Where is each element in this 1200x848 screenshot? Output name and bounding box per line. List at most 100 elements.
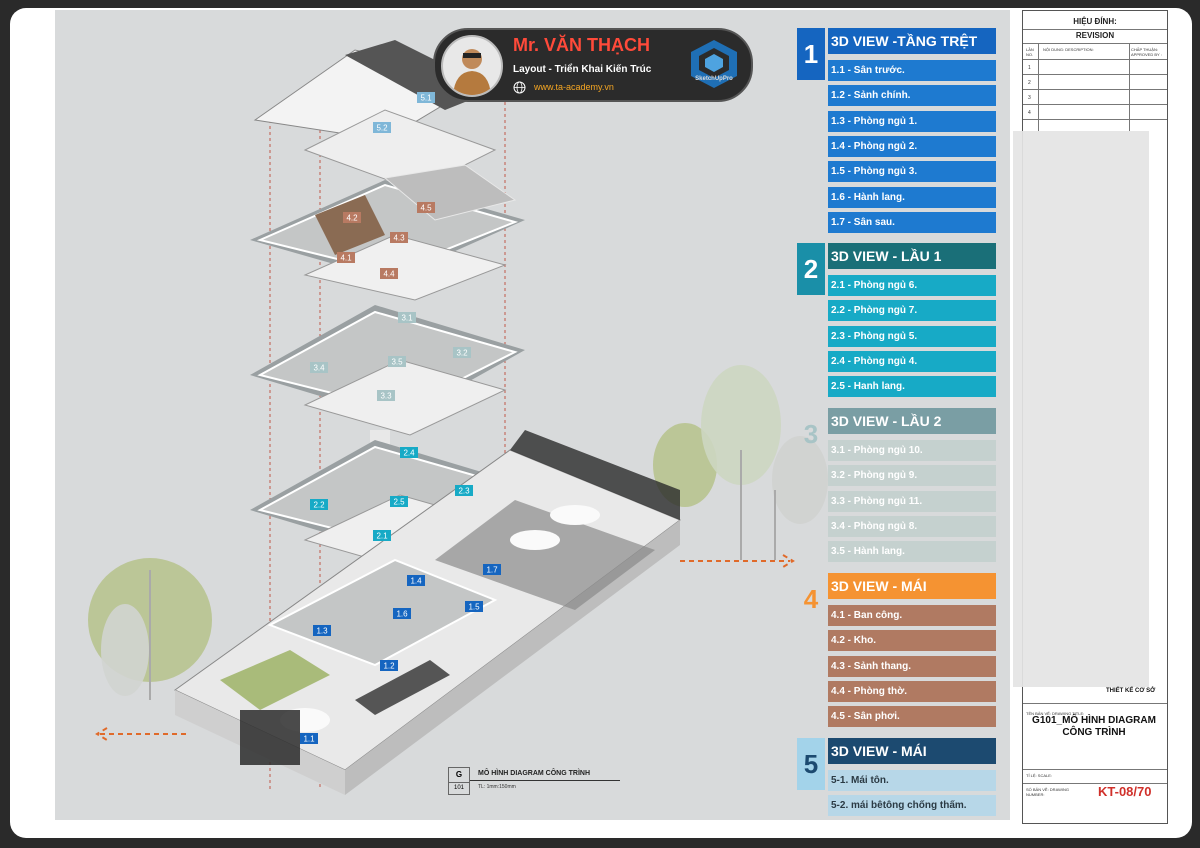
room-label: 3.1 (401, 314, 413, 323)
legend-group-2-title: 3D VIEW - LẦU 1 (828, 243, 996, 269)
room-label-box (313, 625, 331, 636)
legend-item: 5-2. mái bêtông chống thấm. (828, 795, 996, 817)
site-arrows (95, 554, 795, 741)
legend-item: 3.4 - Phòng ngủ 8. (828, 515, 996, 537)
legend-item: 2.5 - Hanh lang. (828, 376, 996, 398)
legend-group-3-title: 3D VIEW - LẦU 2 (828, 408, 996, 434)
drawing-title: G101_MÔ HÌNH DIAGRAM CÔNG TRÌNH (1032, 715, 1156, 738)
room-label: 1.1 (303, 735, 315, 744)
person-icon (453, 49, 491, 95)
author-role: Layout - Triển Khai Kiến Trúc (513, 64, 652, 75)
legend-group-3-number: 3 (803, 418, 819, 449)
legend-group-4-title: 3D VIEW - MÁI (828, 573, 996, 599)
title-block-overlay (1013, 131, 1149, 687)
revision-row-number: 2 (1028, 80, 1031, 86)
legend-item: 5-1. Mái tôn. (828, 770, 996, 791)
legend-group-4-number: 4 (803, 583, 819, 614)
room-label-box (337, 252, 355, 263)
revision-row-number: 1 (1028, 65, 1031, 71)
room-label: 3.5 (391, 358, 403, 367)
legend-group-1-number: 1 (797, 28, 825, 80)
drawing-number-label: SỐ BẢN VẼ: DRAWING NUMBER: (1026, 787, 1069, 797)
room-label-box (417, 92, 435, 103)
caption-sheet: 101 (448, 782, 470, 795)
legend-item: 1.2 - Sảnh chính. (828, 85, 996, 107)
scale-label: TỈ LỆ: SCALE: (1026, 773, 1053, 778)
room-label-box (388, 356, 406, 367)
level-4 (250, 164, 525, 301)
room-label-box (393, 608, 411, 619)
sheet-number: KT-08/70 (1098, 784, 1152, 799)
revision-col-description: NỘI DUNG: DESCRIPTION: (1043, 47, 1094, 52)
room-label: 1.2 (383, 662, 395, 671)
room-label: 1.7 (486, 566, 498, 575)
room-label: 1.3 (316, 627, 328, 636)
sketchup-logo-text: SketchUpPro (695, 76, 733, 82)
sketchup-logo-icon (691, 40, 737, 88)
room-label: 2.3 (458, 487, 470, 496)
room-label: 4.3 (393, 234, 405, 243)
revision-row-number: 3 (1028, 95, 1031, 101)
caption-rule (470, 780, 620, 781)
room-label: 4.1 (340, 254, 352, 263)
author-website[interactable]: www.ta-academy.vn (534, 82, 614, 92)
legend-item: 4.4 - Phòng thờ. (828, 680, 996, 702)
legend-group-5-title: 3D VIEW - MÁI (828, 738, 996, 764)
design-phase: THIẾT KẾ CƠ SỞ (1106, 688, 1156, 694)
legend-item: 1.7 - Sân sau. (828, 211, 996, 233)
legend-item: 1.3 - Phòng ngủ 1. (828, 110, 996, 132)
room-label-box (380, 660, 398, 671)
caption-scale: TL: 1mm:150mm (478, 784, 516, 790)
trees (88, 365, 828, 700)
room-label-box (390, 232, 408, 243)
ground-level (174, 430, 682, 795)
legend-group-5-number: 5 (797, 738, 825, 790)
room-label: 4.5 (420, 204, 432, 213)
legend-item: 3.3 - Phòng ngủ 11. (828, 490, 996, 512)
revision-col-approved: CHẤP THUẬN: APPROVED BY : (1131, 47, 1162, 57)
caption-title: MÔ HÌNH DIAGRAM CÔNG TRÌNH (478, 770, 590, 777)
author-avatar (441, 35, 503, 97)
room-label-box (407, 575, 425, 586)
legend-group-1-title: 3D VIEW -TẦNG TRỆT (828, 28, 996, 54)
author-name: Mr. VĂN THẠCH (513, 35, 651, 55)
legend-item: 2.3 - Phòng ngủ 5. (828, 325, 996, 347)
room-label: 2.2 (313, 501, 325, 510)
legend-item: 1.1 - Sân trước. (828, 60, 996, 81)
room-label-box (373, 530, 391, 541)
room-label-box (380, 268, 398, 279)
room-label-box (398, 312, 416, 323)
legend-group-2-number: 2 (797, 243, 825, 295)
room-label-box (483, 564, 501, 575)
room-label-box (390, 496, 408, 507)
revision-subheader: REVISION (1075, 31, 1115, 40)
legend-item: 3.1 - Phòng ngủ 10. (828, 440, 996, 461)
legend-item: 2.2 - Phòng ngủ 7. (828, 300, 996, 322)
room-label: 1.6 (396, 610, 408, 619)
drawing-title-label: TÊN BẢN VẼ: DRAWING TITLE: (1026, 711, 1085, 716)
room-label: 2.5 (393, 498, 405, 507)
room-label-box (417, 202, 435, 213)
globe-icon (513, 81, 526, 94)
legend-item: 2.4 - Phòng ngủ 4. (828, 350, 996, 372)
room-label: 1.5 (468, 603, 480, 612)
legend-item: 3.2 - Phòng ngủ 9. (828, 465, 996, 487)
room-label: 2.1 (376, 532, 388, 541)
legend-item: 4.1 - Ban công. (828, 605, 996, 626)
room-label-box (453, 347, 471, 358)
room-label-box (377, 390, 395, 401)
room-label: 2.4 (403, 449, 415, 458)
room-label: 3.2 (456, 349, 468, 358)
room-label-box (310, 362, 328, 373)
room-label-box (310, 499, 328, 510)
legend-item: 4.5 - Sân phơi. (828, 706, 996, 728)
room-label: 1.4 (410, 577, 422, 586)
caption-code: G (448, 767, 470, 783)
legend-item: 1.4 - Phòng ngủ 2. (828, 135, 996, 157)
room-label-box (300, 733, 318, 744)
room-label-box (465, 601, 483, 612)
room-label: 5.1 (420, 94, 432, 103)
revision-row-number: 4 (1028, 110, 1031, 116)
legend-item: 2.1 - Phòng ngủ 6. (828, 275, 996, 296)
room-label: 3.3 (380, 392, 392, 401)
